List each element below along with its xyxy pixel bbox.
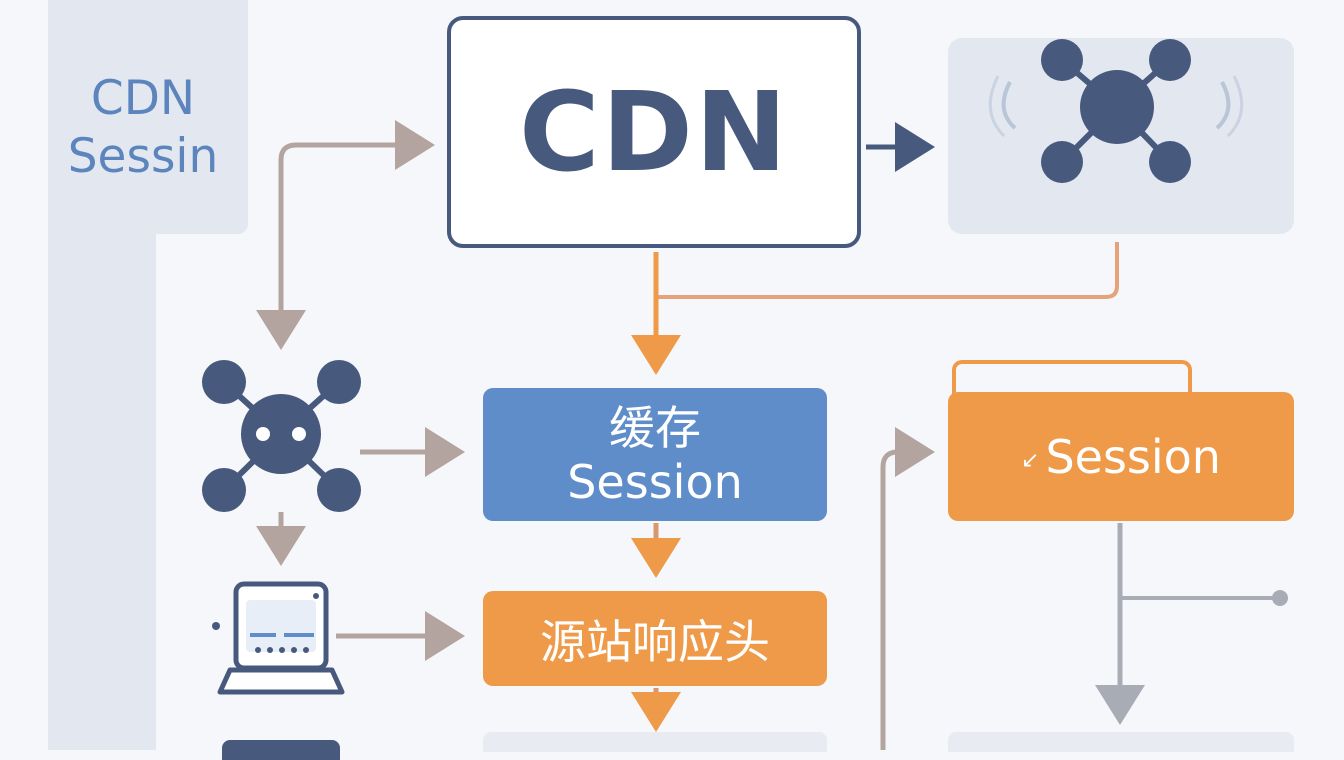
arrow-up-to-session [880,427,935,750]
network-hub-icon [988,39,1244,183]
bot-network-icon [202,360,361,512]
sidebar-header-panel [48,0,248,234]
sidebar-title: CDN Sessin [48,70,238,186]
cdn-node: CDN [447,16,861,248]
bottom-node-stub-right [948,732,1294,752]
origin-node-label: 源站响应头 [540,614,770,669]
laptop-icon [212,581,345,695]
bottom-node-stub-center [483,732,827,752]
session-node: ↙Session [948,392,1294,521]
origin-response-header-node: 源站响应头 [483,591,827,686]
connector-network-to-merge [656,242,1119,299]
cache-node-line2: Session [567,454,743,509]
session-folder-tab [952,360,1192,400]
sidebar-title-line1: CDN [90,71,196,126]
small-arrow-icon: ↙ [1021,447,1040,473]
session-node-label: Session [1045,429,1221,484]
branch-endpoint-dot [1272,590,1288,606]
cache-session-node: 缓存 Session [483,388,827,521]
cache-node-line1: 缓存 [609,400,701,455]
cdn-node-label: CDN [518,68,790,196]
arrow-to-cdn [278,120,435,300]
sidebar-title-line2: Sessin [67,129,219,184]
